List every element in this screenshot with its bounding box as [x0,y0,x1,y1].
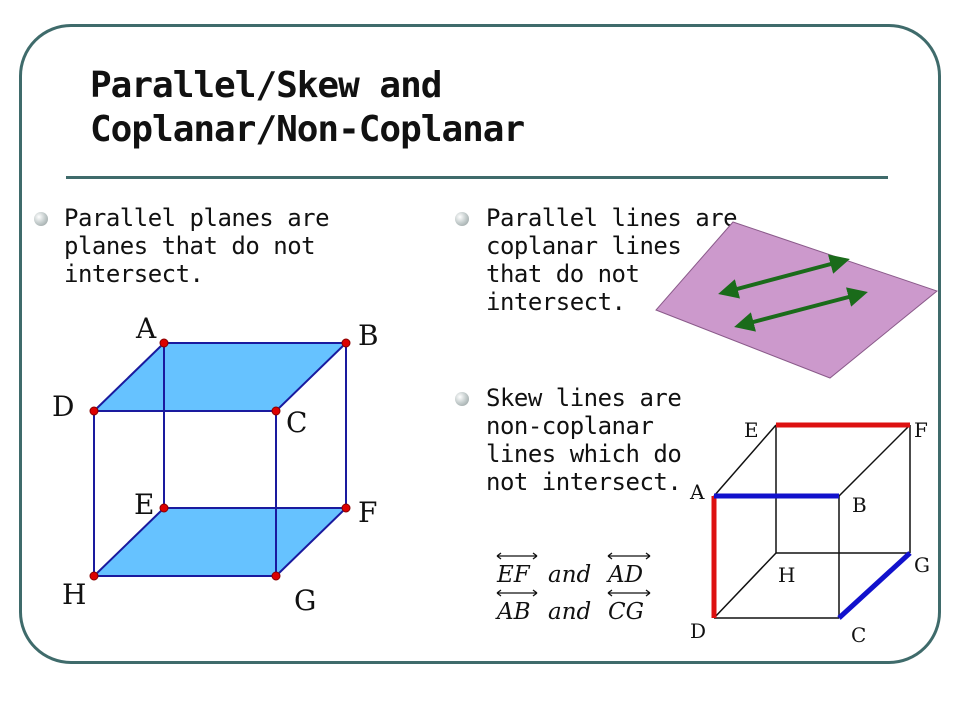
and-word-2: and [548,599,591,625]
bullet-dot-icon [34,212,48,226]
line-ef: EF [496,562,531,588]
parallel-line-2 [734,287,868,332]
vertex-label-d: D [52,390,74,423]
line-notation-arrows [496,552,651,597]
bullet-dot-icon [455,212,469,226]
slide-frame [19,24,941,664]
vertex-label-a: A [689,480,705,504]
title-line-2: Coplanar/Non-Coplanar [90,109,525,150]
bullet-parallel-planes: Parallel planes are planes that do not i… [64,204,364,288]
bullet-dot-icon [455,392,469,406]
vertex-label-f: F [358,496,377,529]
vertex-label-c: C [286,406,307,439]
vertex-label-a: A [135,312,157,345]
bullet-parallel-lines: Parallel lines are coplanar lines that d… [486,204,746,316]
line-cg: CG [608,599,644,625]
title-line-1: Parallel/Skew and [90,65,442,106]
vertex-points [89,338,351,581]
vertex-label-h: H [62,578,86,611]
bullet-skew-lines-text: Skew lines are non-coplanar lines which … [486,384,682,496]
vertex-label-f: F [914,418,928,442]
skew-line-cg [837,551,912,620]
vertex-label-e: E [744,418,759,442]
vertex-label-c: C [851,623,866,647]
line-ad: AD [606,562,643,588]
vertical-edges [93,343,347,576]
vertex-label-d: D [690,619,706,643]
title-underline [66,176,888,179]
and-word-1: and [548,562,591,588]
bullet-parallel-lines-text: Parallel lines are coplanar lines that d… [486,204,738,316]
vertex-label-b: B [852,493,867,517]
vertex-label-e: E [134,488,154,521]
vertex-label-h: H [778,563,795,587]
bullet-parallel-planes-text: Parallel planes are planes that do not i… [64,204,330,288]
vertex-label-b: B [358,319,379,352]
line-ab: AB [495,599,531,625]
vertex-label-g: G [294,584,316,617]
vertex-label-g: G [914,553,930,577]
bullet-skew-lines: Skew lines are non-coplanar lines which … [486,384,716,496]
slide-title: Parallel/Skew and Coplanar/Non-Coplanar [90,64,790,152]
